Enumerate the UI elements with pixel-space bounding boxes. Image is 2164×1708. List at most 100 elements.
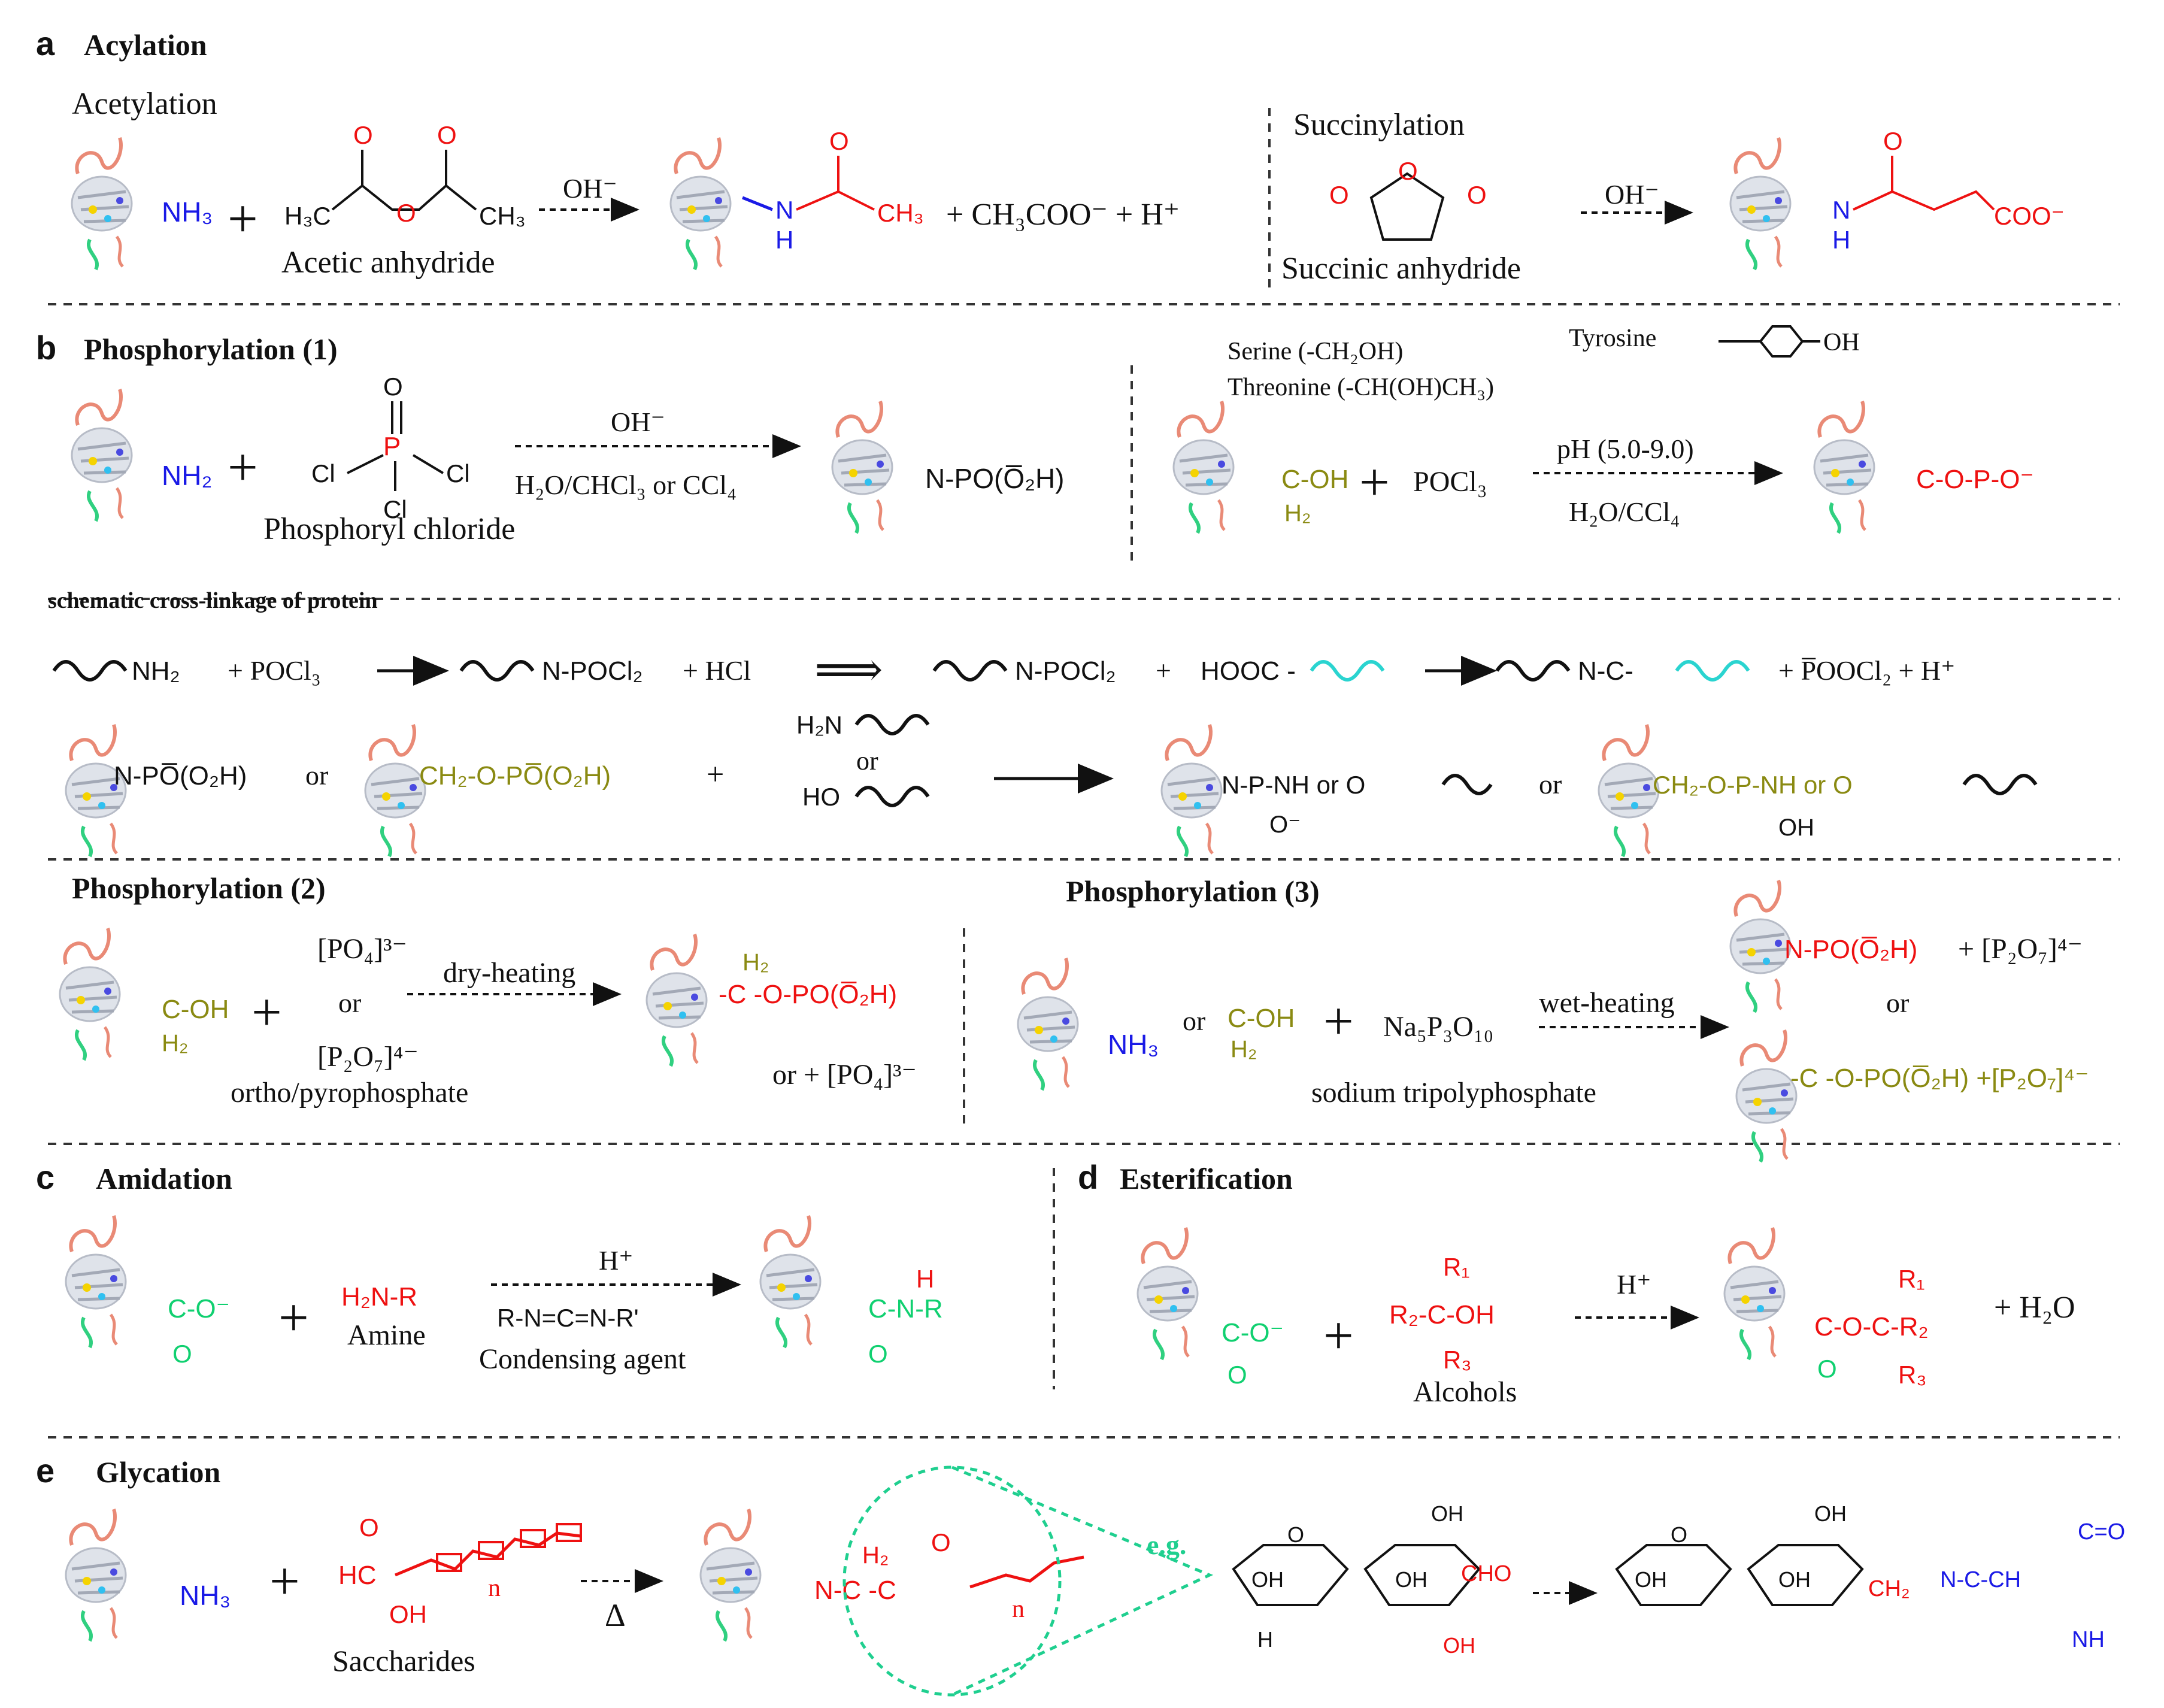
b-ch2oh: C-OH	[1281, 465, 1348, 494]
section-d-letter: d	[1078, 1158, 1098, 1196]
section-b-letter: b	[36, 329, 56, 367]
e-prod-h2: H₂	[862, 1542, 889, 1568]
e-prod-n: n	[1012, 1595, 1025, 1623]
row1-pocl3: + POCl₃	[228, 655, 321, 686]
zoom-circle	[842, 1465, 1062, 1697]
protein-icon	[72, 138, 132, 269]
d-r2c: R₂-C-OH	[1389, 1300, 1495, 1330]
polymer-chain	[1441, 774, 1493, 795]
section-c-letter: c	[36, 1158, 54, 1196]
b3-na: Na₅P₃O₁₀	[1383, 1011, 1493, 1043]
reactant-nh3: NH₃	[162, 196, 213, 228]
threonine-label: Threonine (-CH(OH)CH₃)	[1228, 374, 1494, 401]
anhydride-o-top1: O	[353, 121, 373, 149]
row2-ch2opnh: CH₂-O-P-NH or O	[1653, 771, 1853, 799]
b3-h2: H₂	[1230, 1036, 1257, 1062]
b-nh2: NH₂	[162, 460, 212, 491]
b3-or2: or	[1886, 988, 1909, 1018]
d-product-o: O	[1817, 1355, 1837, 1383]
protein-icon	[1814, 401, 1874, 533]
row1-npocl2: N-POCl₂	[542, 656, 643, 686]
catalyst-oh: OH⁻	[563, 173, 617, 204]
b2-po4: [PO₄]³⁻	[317, 933, 407, 965]
b2-title: Phosphorylation (2)	[72, 871, 326, 905]
row2-ho: HO	[802, 783, 840, 811]
disaccharide-structure	[1615, 1544, 1864, 1606]
b3-nh3: NH₃	[1108, 1029, 1159, 1060]
b2-or-po4: or + [PO₄]³⁻	[772, 1059, 917, 1091]
n-bond	[742, 196, 773, 211]
b-h2: H₂	[1284, 500, 1311, 526]
product-o: O	[829, 127, 849, 155]
zoom-cone	[951, 1465, 1214, 1697]
polymer-chain-cyan	[1675, 660, 1750, 682]
tyrosine-label: Tyrosine	[1569, 325, 1656, 352]
b-cop: C-O-P-O⁻	[1916, 465, 2034, 494]
tyrosine-ring	[1719, 325, 1820, 358]
ring-o-1: O	[1287, 1522, 1304, 1547]
e-nhch: N-C-CH	[1940, 1567, 2021, 1592]
succ-o-left: O	[1329, 181, 1349, 209]
d-product: C-O-C-R₂	[1814, 1312, 1929, 1341]
plus-sign: +	[278, 1288, 309, 1347]
b3-plus-p2o7: + [P₂O₇]⁴⁻	[1958, 933, 2083, 965]
e-o: O	[359, 1513, 379, 1542]
succinic-anhydride-label: Succinic anhydride	[1281, 252, 1521, 286]
row1-pooc: + P̅OOCl₂ + H⁺	[1778, 655, 1955, 686]
d-alcohols: Alcohols	[1413, 1376, 1517, 1408]
row2-oh: OH	[1778, 814, 1814, 841]
b-solvent: H₂O/CHCl₃ or CCl₄	[515, 470, 737, 500]
d-r3: R₃	[1443, 1346, 1471, 1374]
section-phosphorylation-2: Phosphorylation (2) C-OH H₂ + [PO₄]³⁻ or…	[60, 871, 917, 1109]
section-b-phosphorylation-1: b Phosphorylation (1) NH₂ + P O Cl Cl Cl…	[36, 325, 2038, 856]
e-saccharides: Saccharides	[332, 1644, 475, 1677]
d-h2o: + H₂O	[1994, 1291, 2075, 1325]
ring2-o: O	[1671, 1522, 1687, 1547]
anhydride-o-top2: O	[437, 121, 457, 149]
phosphoryl-chloride-label: Phosphoryl chloride	[263, 512, 515, 546]
d-catalyst: H⁺	[1617, 1269, 1651, 1300]
protein-icon	[1138, 1228, 1198, 1359]
ring-h-1: H	[1257, 1627, 1273, 1652]
b-pocl3: POCl₃	[1413, 466, 1487, 498]
row2-or2: or	[856, 746, 878, 776]
succinic-ring	[1369, 172, 1445, 241]
implies-arrow: ⟹	[814, 644, 883, 696]
c-h2nr: H₂N-R	[341, 1282, 417, 1312]
protein-icon	[1736, 1030, 1796, 1162]
e-hc: HC	[338, 1561, 377, 1590]
succ-product-o: O	[1883, 127, 1903, 155]
section-e-glycation: e Glycation NH₃ + O HC OH n Saccharides …	[36, 1452, 2125, 1697]
row1-hooc: HOOC -	[1201, 656, 1296, 686]
b2-or: or	[338, 988, 361, 1018]
b2-dry-heating: dry-heating	[443, 957, 575, 989]
row2-ch2opo: CH₂-O-PO̅(O₂H)	[419, 761, 611, 791]
plus-sign: +	[1323, 1306, 1354, 1365]
catalyst-oh-2: OH⁻	[1605, 179, 1659, 210]
pocl-o: O	[383, 373, 403, 401]
b3-prod2: -C -O-PO(O̅₂H) +[P₂O₇]⁴⁻	[1790, 1064, 2089, 1093]
e-nh: NH	[2072, 1627, 2105, 1652]
b2-choh: C-OH	[162, 995, 229, 1024]
c-condensing: Condensing agent	[479, 1343, 686, 1375]
acetylation-label: Acetylation	[72, 87, 217, 121]
tyrosine-oh: OH	[1823, 329, 1860, 356]
b-product1: N-PO(O̅₂H)	[925, 463, 1065, 494]
row2-plus: +	[707, 758, 724, 792]
succ-o-right: O	[1467, 181, 1487, 209]
crosslink-title: schematic cross-linkage of protein	[48, 588, 378, 613]
polymer-chain	[1962, 774, 2038, 795]
protein-icon	[760, 1216, 820, 1347]
plus-sign: +	[1359, 453, 1390, 512]
succ-coo: COO⁻	[1994, 202, 2065, 230]
section-e-letter: e	[36, 1452, 54, 1489]
b3-wet-heating: wet-heating	[1539, 987, 1675, 1019]
e-ch2: CH₂	[1868, 1576, 1910, 1601]
succ-product-n: N	[1832, 196, 1850, 224]
section-a-letter: a	[36, 25, 55, 62]
cl-left: Cl	[311, 459, 335, 487]
c-amine: Amine	[347, 1319, 426, 1351]
ring-oh-1: OH	[1251, 1567, 1284, 1592]
section-b-title: Phosphorylation (1)	[84, 332, 338, 366]
